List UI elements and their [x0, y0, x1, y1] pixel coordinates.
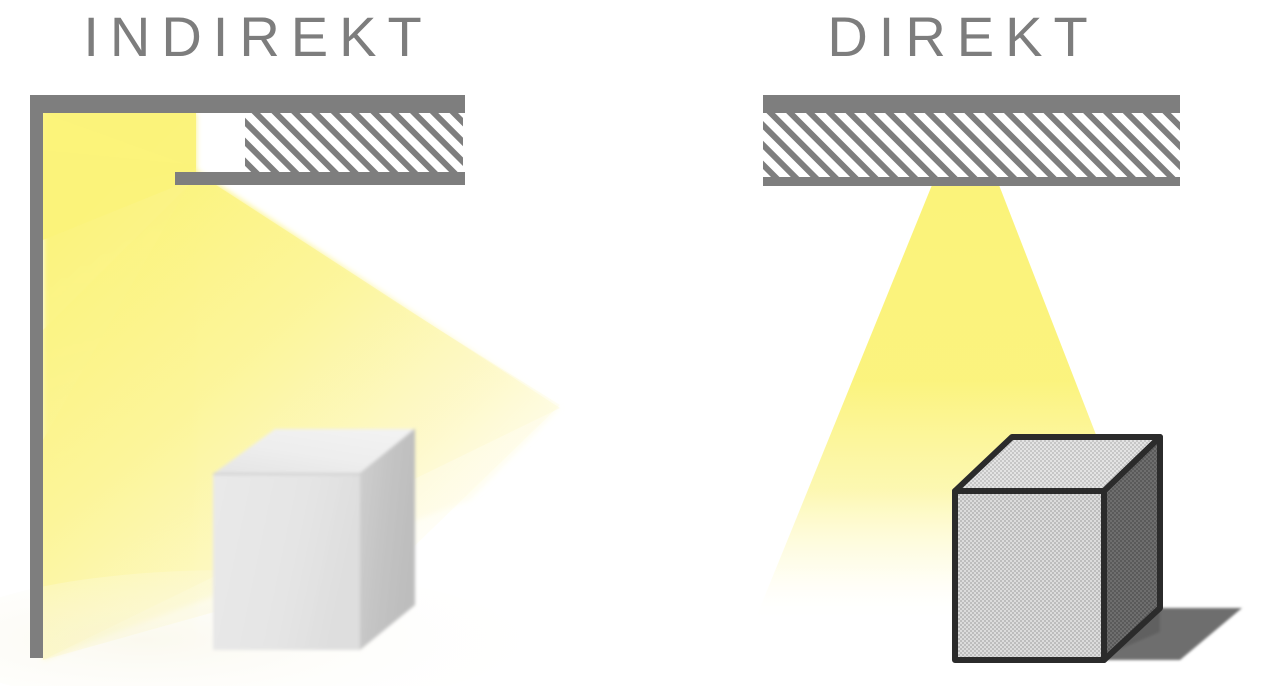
panel-direkt: DIREKT: [755, 5, 1242, 663]
panel-indirekt: INDIREKT: [0, 5, 560, 686]
ceiling-slab-hatch-indirekt: [245, 113, 463, 172]
cube-direkt-right-face: [1101, 434, 1163, 663]
indirect-downlight-spill: [43, 172, 560, 660]
wall-indirekt: [30, 95, 43, 658]
ceiling-bar-top-direkt: [763, 95, 1180, 113]
downlight-spill-soft: [43, 178, 560, 660]
ceiling-bar-indirekt: [30, 95, 465, 113]
cove-ledge-indirekt: [175, 172, 465, 185]
cube-indirekt-top-face: [213, 429, 415, 474]
ceiling-slab-hatch-direkt: [763, 113, 1180, 177]
cube-indirekt: [213, 428, 416, 650]
panel-title-direkt: DIREKT: [827, 5, 1098, 68]
cube-direkt: [952, 434, 1163, 663]
cube-indirekt-right-face: [360, 429, 415, 650]
cube-direkt-front-face: [952, 488, 1107, 663]
panel-title-indirekt: INDIREKT: [83, 5, 432, 68]
cube-indirekt-front-face: [213, 474, 360, 650]
uplight-cone-fan: [43, 150, 196, 240]
ceiling-bar-bottom-direkt: [763, 177, 1180, 186]
cube-indirekt-edge-top-right: [359, 428, 416, 475]
indirect-uplight-cone: [43, 113, 196, 240]
